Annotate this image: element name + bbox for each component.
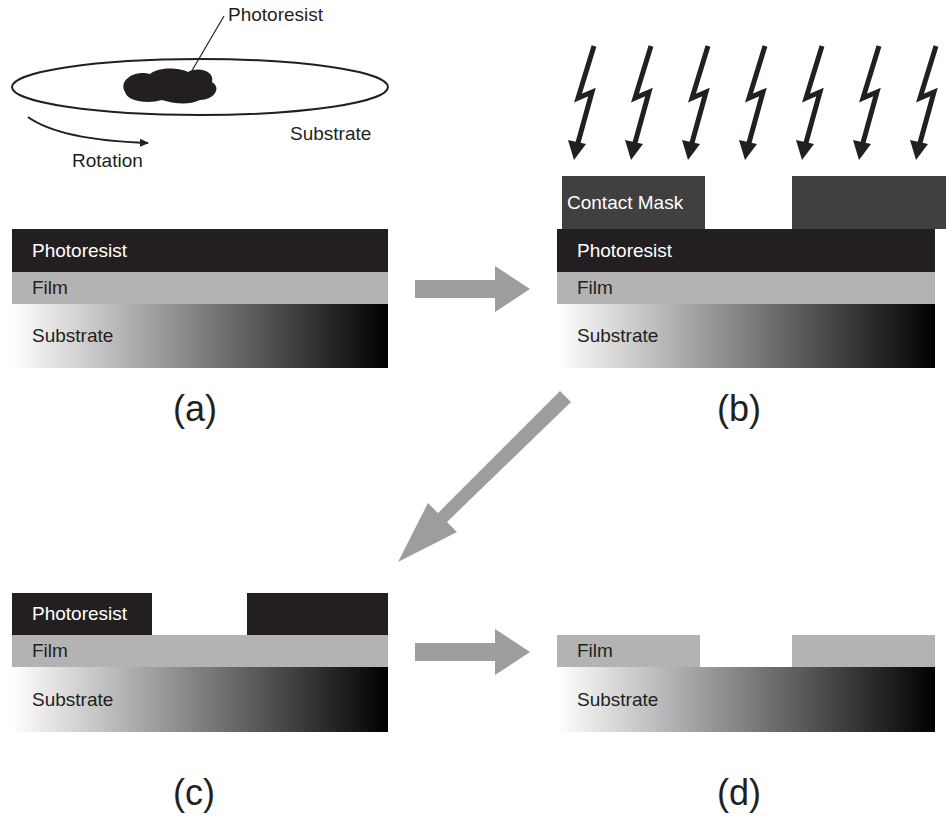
substrate-layer: Substrate	[12, 304, 388, 368]
lightning-bolt	[918, 46, 936, 150]
film-layer: Film	[12, 635, 388, 667]
film-layer: Film	[557, 635, 700, 667]
lightning-bolt	[576, 46, 594, 150]
substrate-layer: Substrate	[12, 667, 388, 732]
lightning-bolt	[690, 46, 708, 150]
callout-label: Rotation	[72, 150, 143, 172]
layer-label: Film	[557, 277, 613, 299]
panel-label: (b)	[717, 388, 761, 430]
layer-label: Film	[12, 277, 68, 299]
film-layer: Film	[557, 272, 935, 304]
substrate-disc	[12, 59, 388, 115]
lightning-head	[796, 140, 814, 160]
process-arrow	[398, 391, 571, 562]
lightning-head	[625, 140, 643, 160]
photoresist-layer: Photoresist	[557, 229, 935, 272]
layer-label: Substrate	[557, 689, 658, 711]
substrate-layer: Substrate	[557, 667, 935, 732]
lightning-head	[568, 140, 586, 160]
substrate-layer: Substrate	[557, 304, 935, 368]
lightning-head	[853, 140, 871, 160]
lightning-bolt	[747, 46, 765, 150]
mask-block	[792, 176, 946, 229]
lightning-bolt	[861, 46, 879, 150]
layer-label: Photoresist	[12, 240, 127, 262]
layer-label: Film	[557, 640, 613, 662]
process-arrow	[415, 629, 530, 675]
panel-label: (c)	[173, 772, 215, 814]
layer-label: Photoresist	[12, 603, 127, 625]
layer-label: Substrate	[12, 689, 113, 711]
lightning-bolt	[633, 46, 651, 150]
callout-label: Substrate	[290, 123, 371, 145]
contact-mask: Contact Mask	[562, 176, 705, 229]
process-arrow	[415, 266, 530, 312]
photoresist-layer: Photoresist	[12, 229, 388, 272]
rotation-arrow	[28, 117, 148, 143]
photoresist-block	[247, 593, 388, 635]
layer-label: Photoresist	[557, 240, 672, 262]
layer-label: Contact Mask	[562, 192, 683, 214]
lightning-head	[682, 140, 700, 160]
uv-light	[568, 46, 936, 160]
film-block	[792, 635, 935, 667]
layer-label: Film	[12, 640, 68, 662]
film-layer: Film	[12, 272, 388, 304]
photoresist-blob	[123, 69, 216, 104]
panel-label: (a)	[173, 388, 217, 430]
panel-label: (d)	[717, 772, 761, 814]
lightning-head	[739, 140, 757, 160]
photoresist-layer: Photoresist	[12, 593, 152, 635]
layer-label: Substrate	[12, 325, 113, 347]
callout-label: Photoresist	[228, 4, 323, 26]
leader-line	[190, 16, 224, 74]
layer-label: Substrate	[557, 325, 658, 347]
lightning-head	[910, 140, 928, 160]
lightning-bolt	[804, 46, 822, 150]
